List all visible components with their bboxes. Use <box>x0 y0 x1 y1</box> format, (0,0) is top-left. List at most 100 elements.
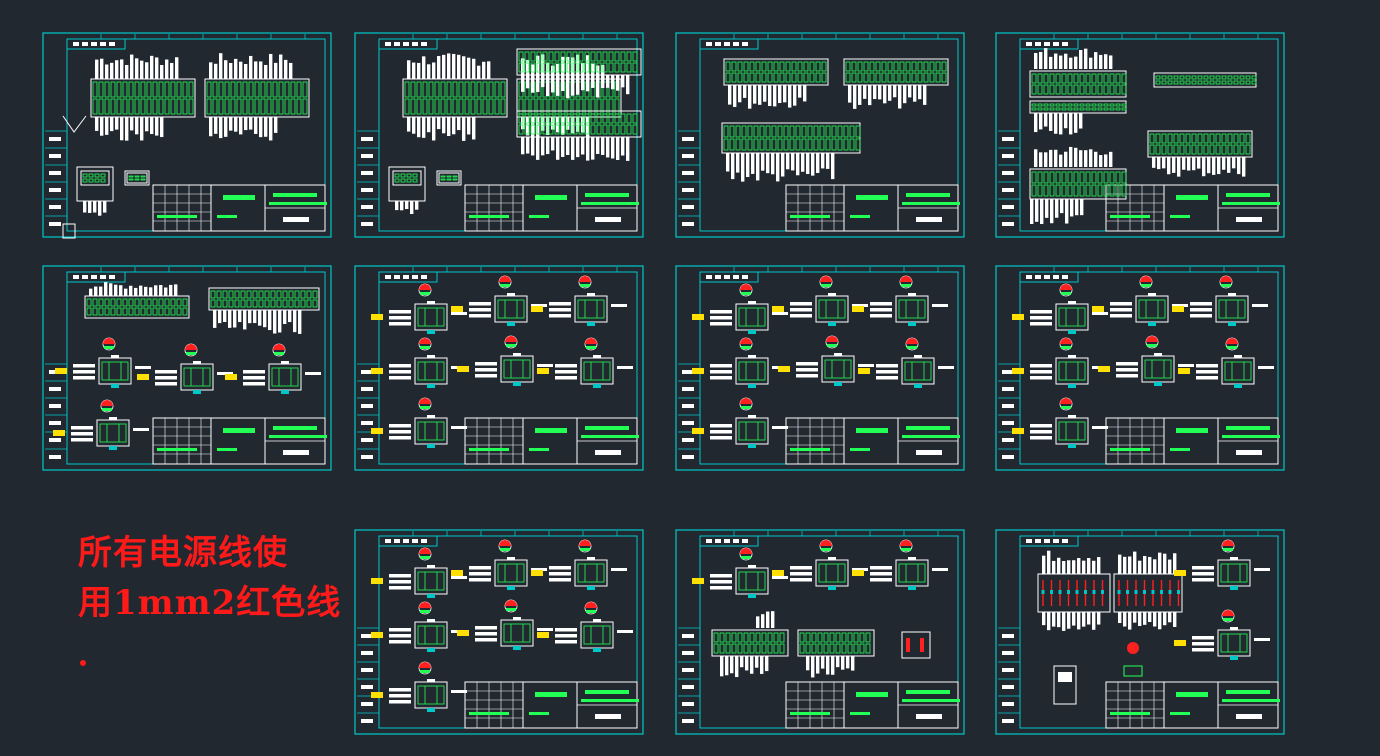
terminal <box>176 298 182 307</box>
revision-text <box>1002 154 1014 158</box>
drawing-sheet[interactable] <box>675 32 965 238</box>
terminal <box>218 81 224 98</box>
terminal <box>1191 80 1197 85</box>
wire-label <box>1030 199 1034 224</box>
revision-text <box>1002 404 1014 408</box>
terminal <box>779 632 785 643</box>
relay-tag <box>507 586 515 590</box>
terminal <box>500 81 506 98</box>
wire-label <box>796 153 800 176</box>
terminal <box>188 81 194 98</box>
title-block <box>1105 417 1280 465</box>
revision-text <box>1002 438 1014 442</box>
relay-indicator-band <box>1227 346 1237 349</box>
drawing-sheet[interactable] <box>675 265 965 471</box>
terminal <box>1103 184 1109 197</box>
drawing-sheet[interactable] <box>354 529 644 735</box>
drawing-sheet[interactable] <box>42 32 332 238</box>
terminal <box>306 290 312 299</box>
contactor-pole <box>920 638 924 652</box>
relay-tag <box>1148 322 1156 326</box>
wire-label <box>437 117 441 130</box>
wire-label <box>526 59 530 79</box>
terminal <box>284 81 290 98</box>
relay-wire <box>870 314 892 318</box>
terminal <box>1079 171 1085 184</box>
wire-label <box>98 201 102 216</box>
terminal <box>729 138 735 151</box>
sheet-tab-text <box>421 275 427 279</box>
wire-label <box>150 55 154 79</box>
relay-wire <box>938 366 954 369</box>
sheet-tab-text <box>1044 539 1050 543</box>
drawing-sheet[interactable] <box>354 32 644 238</box>
terminal <box>182 81 188 98</box>
terminal <box>1209 144 1215 155</box>
terminal <box>1067 103 1073 107</box>
revision-text <box>1002 222 1014 226</box>
relay-wire <box>1030 322 1052 326</box>
relay-indicator-top <box>1222 610 1234 616</box>
title-text <box>223 428 255 433</box>
wire-label <box>115 60 119 79</box>
drawing-sheet[interactable] <box>42 265 332 471</box>
power-wire-note: 所有电源线使 用1mm2红色线 <box>78 528 341 628</box>
revision-text <box>1002 685 1014 689</box>
wire-label <box>477 65 481 79</box>
drawing-sheet[interactable] <box>995 32 1285 238</box>
wire-label <box>248 310 252 324</box>
relay-tag <box>1234 355 1242 358</box>
terminal <box>835 643 841 654</box>
title-text <box>1226 426 1270 430</box>
relay-indicator-band <box>500 284 510 287</box>
wire-label <box>1097 557 1101 574</box>
relay-wire <box>1116 362 1138 366</box>
terminal <box>1185 133 1191 144</box>
wire-label <box>209 117 213 137</box>
drawing-sheet[interactable] <box>354 265 644 471</box>
wire-label <box>170 62 174 79</box>
terminal <box>530 113 536 124</box>
terminal <box>797 72 803 83</box>
wire-label <box>546 117 550 135</box>
terminal <box>596 113 602 124</box>
terminal <box>1239 133 1245 144</box>
terminal <box>400 173 406 178</box>
terminal <box>524 98 530 115</box>
wire-label <box>591 137 595 160</box>
title-text <box>1170 712 1190 715</box>
wire-label <box>1064 113 1068 129</box>
terminal <box>188 98 194 115</box>
terminal <box>1215 133 1221 144</box>
relay-tag <box>1068 355 1076 358</box>
terminal <box>789 125 795 138</box>
breaker-panel <box>1113 573 1183 613</box>
wire-label <box>1123 612 1127 627</box>
terminal <box>524 51 530 62</box>
drawing-sheet[interactable] <box>995 265 1285 471</box>
wire-label <box>816 153 820 173</box>
drawing-sheet[interactable] <box>675 529 965 735</box>
wire-label <box>536 75 540 92</box>
wire-label <box>586 75 590 92</box>
wire-label <box>284 59 288 79</box>
terminal <box>88 173 94 178</box>
title-text <box>856 428 888 433</box>
wire-label <box>591 63 595 79</box>
terminal <box>566 62 572 73</box>
terminal <box>1161 80 1167 85</box>
relay-indicator-band <box>274 352 284 355</box>
relay-indicator-band <box>420 292 430 295</box>
terminal <box>1073 184 1079 197</box>
relay-wire <box>710 322 732 326</box>
relay-coil <box>271 367 299 387</box>
sheet-tab <box>378 535 438 547</box>
terminal <box>1161 144 1167 155</box>
terminal <box>805 632 811 643</box>
terminal <box>246 290 252 299</box>
wire-label <box>726 153 730 172</box>
relay-indicator-band <box>506 608 516 611</box>
terminal <box>266 81 272 98</box>
drawing-sheet[interactable] <box>995 529 1285 735</box>
